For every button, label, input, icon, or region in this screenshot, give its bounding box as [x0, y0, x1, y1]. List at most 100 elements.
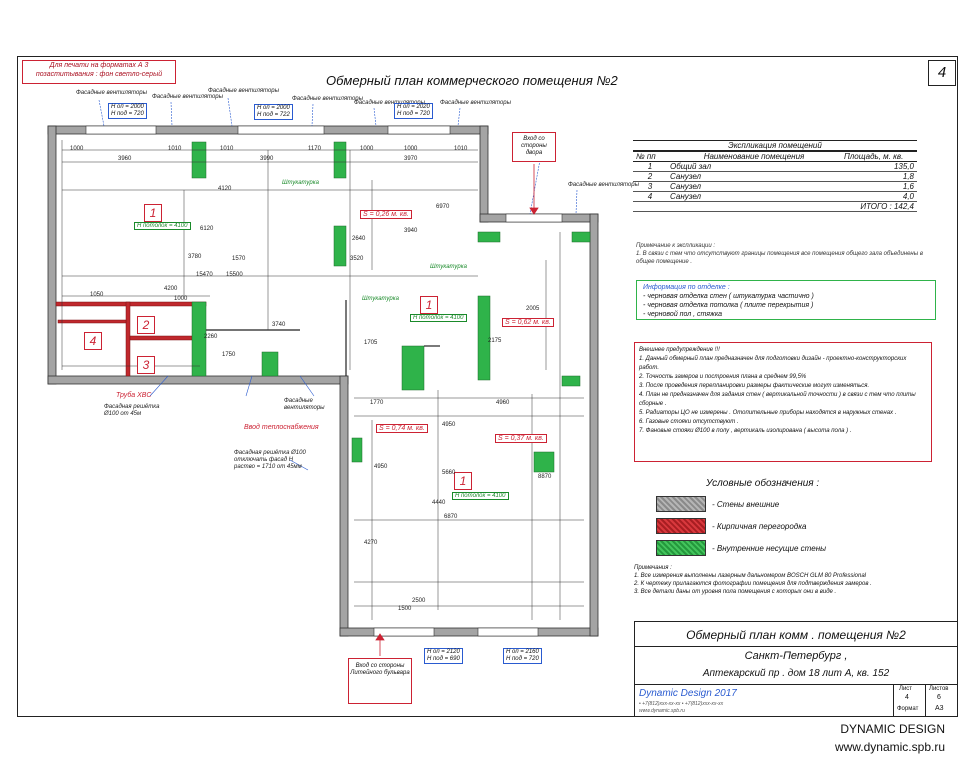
dim-top-3: 3960 — [118, 156, 132, 162]
dim-misc-7: 15470 — [196, 272, 213, 278]
legend-swatch — [656, 496, 706, 512]
dim-misc-6: 3520 — [350, 256, 364, 262]
legend: - Стены внешние - Кирпичная перегородка … — [656, 494, 896, 558]
plaster-label-2: Штукатурка — [362, 296, 399, 302]
facade-grille-2-label: Фасадная решётка Ø100 отключать фасад Н … — [234, 450, 306, 470]
legend-swatch — [656, 540, 706, 556]
company-phones: • +7(812)xxx-xx-xx • +7(812)xxx-xx-xx — [639, 701, 724, 707]
wall-west — [47, 125, 57, 385]
dim-misc-28: 1770 — [370, 400, 384, 406]
room-number-1a: 1 — [144, 204, 162, 222]
title-block-address: Аптекарский пр . дом 18 лит А, кв. 152 — [702, 668, 890, 679]
dim-misc-11: 1000 — [174, 296, 188, 302]
dim-misc-18: 5660 — [442, 470, 456, 476]
plaster-label-3: Штукатурка — [430, 264, 467, 270]
dim-misc-20: 6870 — [444, 514, 458, 520]
dim-top-1: 1000 — [70, 146, 84, 152]
dim-misc-27: 1705 — [364, 340, 378, 346]
dim-misc-19: 4950 — [442, 422, 456, 428]
dim-misc-1: 4120 — [218, 186, 232, 192]
dim-misc-13: 3940 — [404, 228, 418, 234]
area-tag-3: S = 0,74 м. кв. — [376, 424, 428, 433]
dim-misc-3: 6120 — [200, 226, 214, 232]
title-block-city: Санкт-Петербург , — [744, 650, 848, 662]
room-number-2: 2 — [137, 316, 155, 334]
ceiling-tag-2: Н потолок = 4100 — [410, 314, 467, 322]
explication-title: Экспликация помещений — [633, 140, 917, 151]
table-row: 1 Общий зал 135,0 — [633, 161, 917, 172]
title-block-main: Обмерный план комм . помещения №2 — [686, 628, 906, 642]
dim-misc-14: 3740 — [272, 322, 286, 328]
explication-header-name: Наименование помещения — [667, 151, 841, 162]
cold-water-pipe-label: Труба ХВС — [116, 392, 152, 399]
plaster-label-1: Штукатурка — [282, 180, 319, 186]
dim-misc-30: 2005 — [526, 306, 540, 312]
sheet-number: 4 — [928, 60, 956, 86]
top-label-6: Фасадные вентиляторы — [440, 100, 512, 106]
dim-misc-4: 3780 — [188, 254, 202, 260]
window-tag-3: Н оп = 2020 Н под = 720 — [394, 103, 433, 119]
dim-top-7: 1000 — [404, 146, 418, 152]
dim-top-5: 1010 — [220, 146, 234, 152]
explication-table: Экспликация помещений № пп Наименование … — [633, 140, 917, 212]
dim-misc-8: 15500 — [226, 272, 243, 278]
dim-misc-17: 4960 — [496, 400, 510, 406]
legend-item-brick: - Кирпичная перегородка — [656, 516, 896, 536]
entrance-boulevard-label: Вход со стороны Литейного бульвара — [348, 658, 412, 704]
heating-input-label: Ввод теплоснабжения — [244, 424, 319, 431]
ceiling-tag-3: Н потолок = 4100 — [452, 492, 509, 500]
dim-misc-9: 4200 — [164, 286, 178, 292]
finishing-info-box: Информация по отделке : - черновая отдел… — [636, 280, 936, 320]
area-tag-4: S = 0,37 м. кв. — [495, 434, 547, 443]
facade-fan-label: Фасадные вентиляторы — [284, 398, 325, 411]
dim-top-6: 1170 — [308, 146, 321, 152]
wall-east — [589, 213, 599, 637]
top-label-5: Фасадные вентиляторы — [354, 100, 426, 106]
legend-swatch — [656, 518, 706, 534]
room-number-1b: 1 — [420, 296, 438, 314]
top-label-3: Фасадные вентиляторы — [208, 88, 280, 94]
table-row: 2 Санузел 1,8 — [633, 171, 917, 182]
facade-grille-label: Фасадная решётка Ø100 от 45м — [104, 404, 160, 417]
top-label-2: Фасадные вентиляторы — [152, 94, 224, 100]
area-tag-2: S = 0,62 м. кв. — [502, 318, 554, 327]
area-tag-1: S = 0,26 м. кв. — [360, 210, 412, 219]
remarks-box: Внешнее предупреждение !!! 1. Данный обм… — [634, 342, 932, 462]
company-name: Dynamic Design 2017 — [639, 688, 737, 699]
dim-top-10: 1000 — [360, 146, 374, 152]
dim-misc-22: 4270 — [364, 540, 378, 546]
dim-top-8: 1010 — [454, 146, 468, 152]
dim-misc-2: 6970 — [436, 204, 450, 210]
explication-header-area: Площадь, м. кв. — [841, 151, 917, 162]
dim-misc-21: 4440 — [432, 500, 446, 506]
room-number-4: 4 — [84, 332, 102, 350]
room-number-3: 3 — [137, 356, 155, 374]
watermark-brand: DYNAMIC DESIGN — [840, 722, 945, 736]
table-row: 3 Санузел 1,6 — [633, 181, 917, 192]
measurement-notes: Примечания : 1. Все измерения выполнены … — [634, 565, 872, 595]
legend-item-external: - Стены внешние — [656, 494, 896, 514]
entrance-yard-label: Вход со стороны двора — [512, 132, 556, 162]
dim-misc-12: 2260 — [204, 334, 218, 340]
dim-top-9: 3970 — [404, 156, 418, 162]
dim-misc-24: 1500 — [398, 606, 412, 612]
explication-header-number: № пп — [633, 151, 667, 162]
print-note: Для печати на форматах А 3 позаститывани… — [22, 60, 176, 84]
top-label-7: Фасадные вентиляторы — [568, 182, 640, 188]
window-tag-bottom-1: Н оп = 2120 Н под = 690 — [424, 648, 463, 664]
title-block: Обмерный план комм . помещения №2 Санкт-… — [634, 621, 958, 717]
window-tag-2: Н оп = 2000 Н под = 722 — [254, 104, 293, 120]
top-label-4: Фасадные вентиляторы — [292, 96, 364, 102]
window-tag-bottom-2: Н оп = 2160 Н под = 720 — [503, 648, 542, 664]
table-row: 4 Санузел 4,0 — [633, 191, 917, 202]
company-site: www.dynamic.spb.ru — [639, 708, 685, 714]
dim-misc-5: 1570 — [232, 256, 246, 262]
window-tag-1: Н оп = 2000 Н под = 720 — [108, 103, 147, 119]
room-number-1c: 1 — [454, 472, 472, 490]
drawing-sheet-frame — [17, 56, 958, 717]
dim-misc-25: 2175 — [488, 338, 502, 344]
dim-misc-29: 4950 — [374, 464, 388, 470]
legend-item-loadbearing: - Внутренние несущие стены — [656, 538, 896, 558]
dim-top-2: 1010 — [168, 146, 182, 152]
